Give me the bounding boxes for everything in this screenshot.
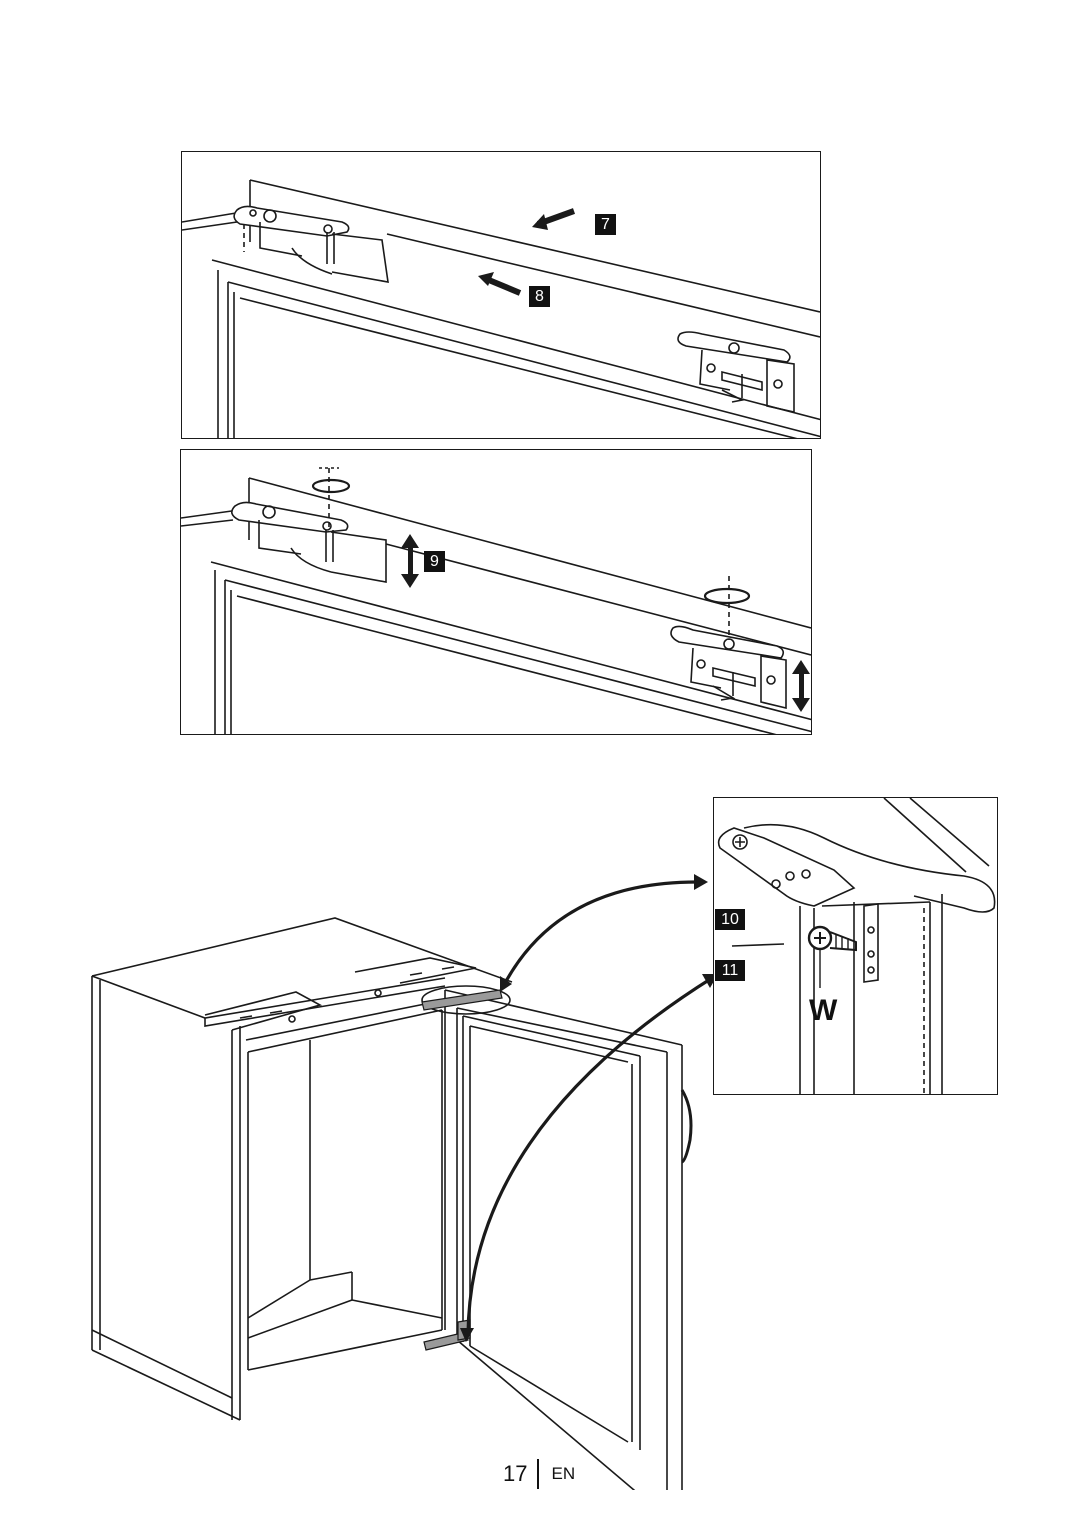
step-9-badge: 9	[424, 551, 445, 572]
figure-detail-panel: 10 11 W	[713, 797, 998, 1095]
part-w-label: W	[809, 994, 838, 1027]
step-8-badge: 8	[529, 286, 550, 307]
detail-hinge-screw-illustration	[717, 798, 996, 1094]
figure-middle-panel: 9	[180, 449, 812, 735]
figure-top-panel: 7 8	[181, 151, 821, 439]
page-footer: 17 EN	[503, 1457, 575, 1491]
page-number: 17	[503, 1461, 528, 1486]
step-11-badge: 11	[715, 960, 745, 981]
middle-hinge-illustration	[181, 467, 811, 734]
step-7-badge: 7	[595, 214, 616, 235]
fridge-door-illustration	[91, 874, 718, 1490]
footer-divider	[537, 1459, 540, 1489]
top-hinge-illustration	[182, 179, 820, 438]
step-10-badge: 10	[715, 909, 745, 930]
language-code: EN	[551, 1464, 576, 1483]
